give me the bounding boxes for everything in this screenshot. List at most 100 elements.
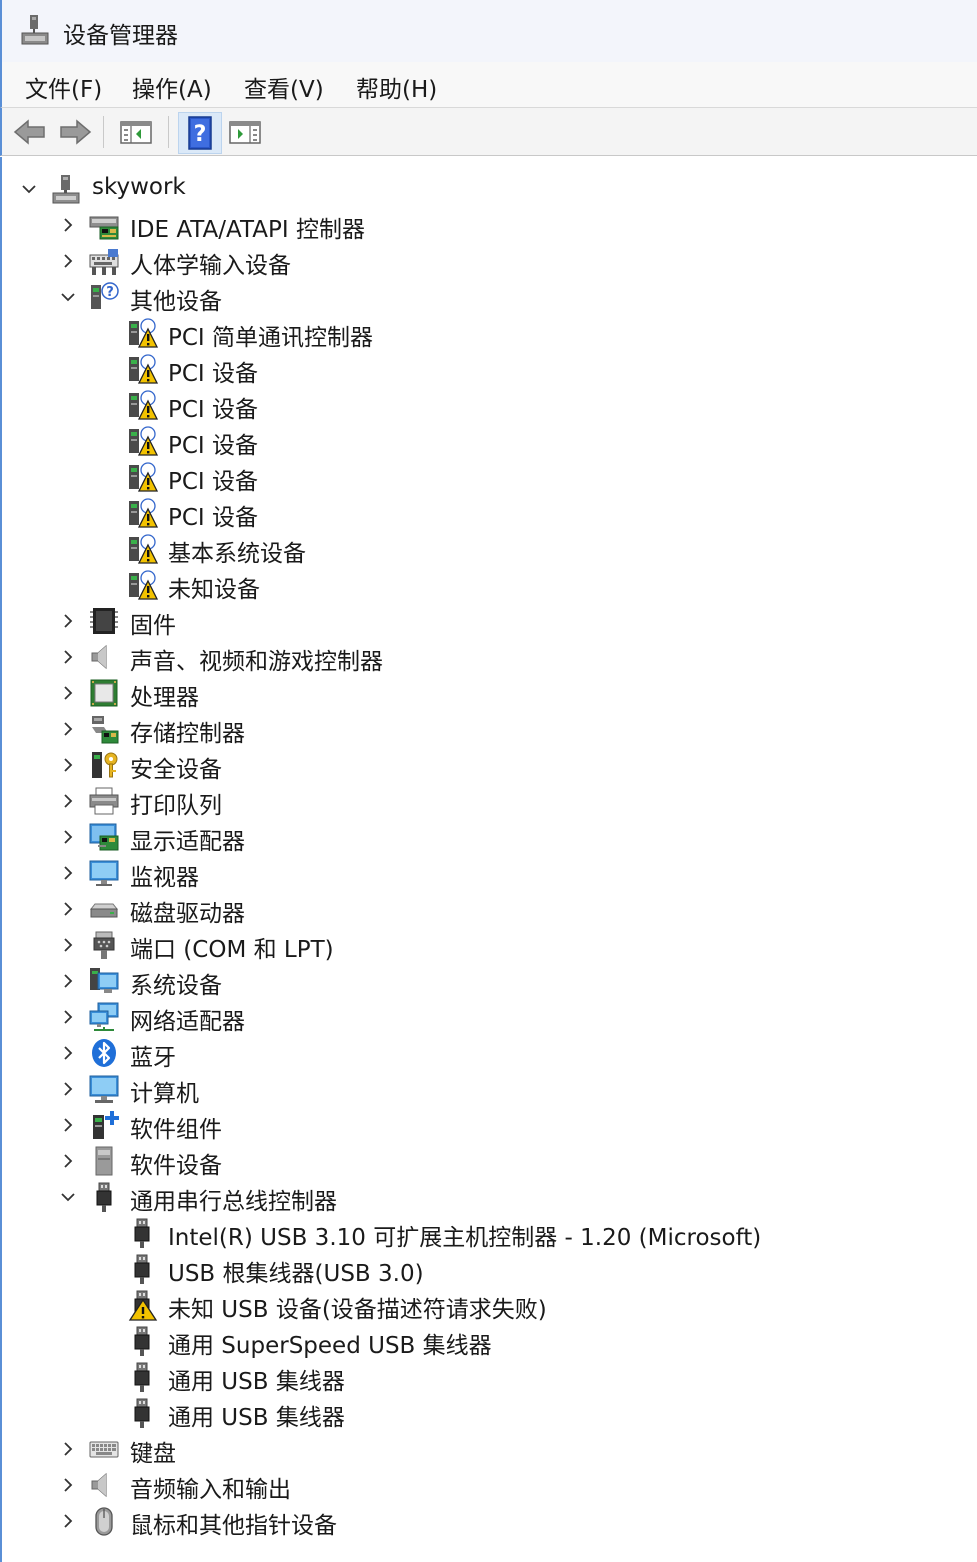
chevron-down-icon[interactable] bbox=[59, 1188, 77, 1206]
tree-item[interactable]: 鼠标和其他指针设备 bbox=[2, 1503, 977, 1539]
back-button[interactable] bbox=[12, 114, 48, 150]
unknown-icon: ? bbox=[91, 282, 119, 309]
menu-file[interactable]: 文件(F) bbox=[25, 77, 103, 103]
display-adapter-icon bbox=[89, 823, 119, 851]
tree-item-label: 键盘 bbox=[130, 1441, 176, 1467]
chevron-right-icon[interactable] bbox=[59, 720, 77, 738]
keyboard-icon bbox=[89, 1441, 119, 1458]
warning-device-icon bbox=[129, 426, 158, 456]
tree-item-label: 处理器 bbox=[130, 685, 199, 711]
tree-item[interactable]: PCI 简单通讯控制器 bbox=[2, 315, 977, 351]
chevron-right-icon[interactable] bbox=[59, 828, 77, 846]
menu-help[interactable]: 帮助(H) bbox=[356, 77, 438, 103]
tree-item[interactable]: PCI 设备 bbox=[2, 387, 977, 423]
chevron-right-icon[interactable] bbox=[59, 1440, 77, 1458]
tree-item[interactable]: 人体学输入设备 bbox=[2, 243, 977, 279]
chevron-right-icon[interactable] bbox=[59, 792, 77, 810]
tree-item[interactable]: 软件组件 bbox=[2, 1107, 977, 1143]
tree-item[interactable]: 软件设备 bbox=[2, 1143, 977, 1179]
chevron-right-icon[interactable] bbox=[59, 1476, 77, 1494]
usb-icon bbox=[134, 1326, 150, 1356]
firmware-icon bbox=[90, 608, 118, 634]
menu-bar: 文件(F) 操作(A) 查看(V) 帮助(H) bbox=[0, 62, 977, 108]
tree-item[interactable]: 打印队列 bbox=[2, 783, 977, 819]
ide-icon bbox=[89, 216, 119, 240]
tree-item[interactable]: 音频输入和输出 bbox=[2, 1467, 977, 1503]
tree-item[interactable]: ?其他设备 bbox=[2, 279, 977, 315]
tree-item[interactable]: 通用串行总线控制器 bbox=[2, 1179, 977, 1215]
chevron-right-icon[interactable] bbox=[59, 900, 77, 918]
tree-item[interactable]: PCI 设备 bbox=[2, 351, 977, 387]
tree-item[interactable]: Intel(R) USB 3.10 可扩展主机控制器 - 1.20 (Micro… bbox=[2, 1215, 977, 1251]
tree-item[interactable]: 系统设备 bbox=[2, 963, 977, 999]
chevron-right-icon[interactable] bbox=[59, 756, 77, 774]
tree-item[interactable]: 蓝牙 bbox=[2, 1035, 977, 1071]
tree-item-label: 存储控制器 bbox=[130, 721, 245, 747]
chevron-right-icon[interactable] bbox=[59, 936, 77, 954]
tree-item[interactable]: 监视器 bbox=[2, 855, 977, 891]
tree-item-label: IDE ATA/ATAPI 控制器 bbox=[130, 217, 365, 243]
tree-item[interactable]: 基本系统设备 bbox=[2, 531, 977, 567]
tree-item[interactable]: PCI 设备 bbox=[2, 423, 977, 459]
computer-network-icon bbox=[52, 175, 80, 204]
chevron-right-icon[interactable] bbox=[59, 972, 77, 990]
svg-text:?: ? bbox=[194, 122, 207, 147]
tree-item-label: 通用 USB 集线器 bbox=[168, 1405, 345, 1431]
chevron-right-icon[interactable] bbox=[59, 648, 77, 666]
forward-button[interactable] bbox=[57, 114, 93, 150]
chevron-right-icon[interactable] bbox=[59, 1512, 77, 1530]
properties-button[interactable] bbox=[227, 114, 263, 150]
tree-item[interactable]: 通用 USB 集线器 bbox=[2, 1359, 977, 1395]
hid-icon bbox=[89, 249, 119, 275]
usb-icon bbox=[96, 1182, 112, 1212]
tree-item[interactable]: 网络适配器 bbox=[2, 999, 977, 1035]
chevron-right-icon[interactable] bbox=[59, 252, 77, 270]
chevron-right-icon[interactable] bbox=[59, 612, 77, 630]
tree-item-label: 安全设备 bbox=[130, 757, 222, 783]
chevron-right-icon[interactable] bbox=[59, 1152, 77, 1170]
tree-item[interactable]: 通用 SuperSpeed USB 集线器 bbox=[2, 1323, 977, 1359]
tree-item[interactable]: PCI 设备 bbox=[2, 495, 977, 531]
system-icon bbox=[90, 968, 119, 993]
tree-item[interactable]: 安全设备 bbox=[2, 747, 977, 783]
tree-item[interactable]: 处理器 bbox=[2, 675, 977, 711]
toolbar-separator bbox=[168, 116, 169, 148]
tree-item[interactable]: 未知 USB 设备(设备描述符请求失败) bbox=[2, 1287, 977, 1323]
chevron-down-icon[interactable] bbox=[20, 180, 38, 198]
chevron-right-icon[interactable] bbox=[59, 216, 77, 234]
warning-device-icon bbox=[129, 318, 158, 348]
console-tree-icon bbox=[120, 121, 152, 144]
tree-item[interactable]: 端口 (COM 和 LPT) bbox=[2, 927, 977, 963]
warning-device-icon bbox=[129, 498, 158, 528]
port-icon bbox=[93, 931, 115, 959]
tree-item-label: 显示适配器 bbox=[130, 829, 245, 855]
chevron-right-icon[interactable] bbox=[59, 1080, 77, 1098]
tree-item[interactable]: 计算机 bbox=[2, 1071, 977, 1107]
menu-action[interactable]: 操作(A) bbox=[132, 77, 212, 103]
tree-item[interactable]: 未知设备 bbox=[2, 567, 977, 603]
tree-item[interactable]: 磁盘驱动器 bbox=[2, 891, 977, 927]
tree-item[interactable]: 声音、视频和游戏控制器 bbox=[2, 639, 977, 675]
tree-item-label: PCI 设备 bbox=[168, 505, 259, 531]
tree-item[interactable]: 通用 USB 集线器 bbox=[2, 1395, 977, 1431]
tree-item[interactable]: 显示适配器 bbox=[2, 819, 977, 855]
tree-item-label: skywork bbox=[92, 174, 186, 200]
menu-view[interactable]: 查看(V) bbox=[244, 77, 324, 103]
chevron-right-icon[interactable] bbox=[59, 1044, 77, 1062]
tree-item[interactable]: 键盘 bbox=[2, 1431, 977, 1467]
warning-device-icon bbox=[129, 462, 158, 492]
chevron-right-icon[interactable] bbox=[59, 1008, 77, 1026]
chevron-right-icon[interactable] bbox=[59, 1116, 77, 1134]
tree-item[interactable]: USB 根集线器(USB 3.0) bbox=[2, 1251, 977, 1287]
show-hide-console-tree-button[interactable] bbox=[118, 114, 154, 150]
tree-item[interactable]: 固件 bbox=[2, 603, 977, 639]
tree-item[interactable]: IDE ATA/ATAPI 控制器 bbox=[2, 207, 977, 243]
help-button[interactable]: ? bbox=[178, 112, 222, 154]
chevron-right-icon[interactable] bbox=[59, 864, 77, 882]
tree-item[interactable]: 存储控制器 bbox=[2, 711, 977, 747]
tree-item[interactable]: PCI 设备 bbox=[2, 459, 977, 495]
chevron-right-icon[interactable] bbox=[59, 684, 77, 702]
chevron-down-icon[interactable] bbox=[59, 288, 77, 306]
tree-item[interactable]: skywork bbox=[2, 171, 977, 207]
